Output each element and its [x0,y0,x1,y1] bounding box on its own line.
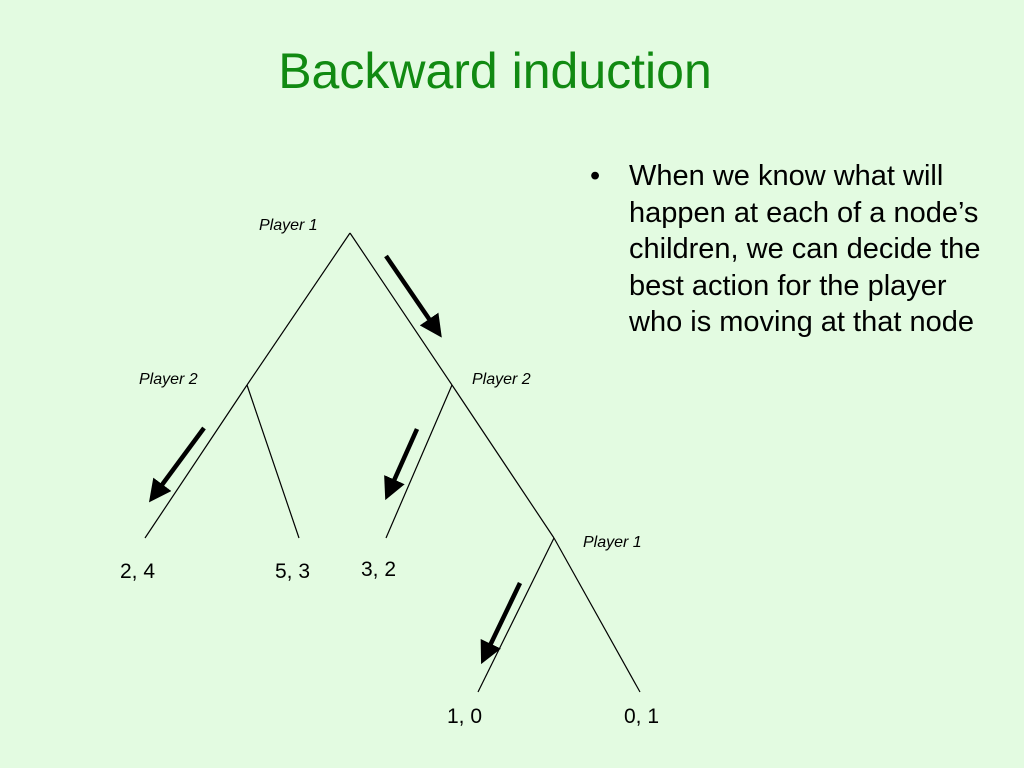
bullet-marker: • [590,160,601,192]
edge-root-left [246,232,351,386]
arrow-root-right-icon [384,254,442,338]
node-label-root: Player 1 [259,217,318,234]
edge-lower-outcome-10 [477,537,555,693]
edge-lower-outcome-01 [553,537,641,693]
edge-right-outcome-32 [385,384,453,539]
node-label-lower: Player 1 [583,534,642,551]
edge-left-outcome-53 [246,384,300,539]
edge-right-lower [451,384,555,539]
payoff-label: 0, 1 [624,705,659,728]
edge-root-right [349,232,453,386]
slide-title: Backward induction [278,43,712,99]
arrow-left-choice-icon [148,426,206,503]
payoff-label: 5, 3 [275,560,310,583]
payoff-label: 3, 2 [361,558,396,581]
bullet-text: When we know what will happen at each of… [629,160,981,338]
payoff-label: 1, 0 [447,705,482,728]
arrow-right-choice-icon [384,428,420,501]
node-label-left: Player 2 [139,371,198,388]
node-label-right: Player 2 [472,371,531,388]
edge-left-outcome-24 [144,384,248,539]
arrow-lower-choice-icon [480,582,523,665]
payoff-label: 2, 4 [120,560,155,583]
